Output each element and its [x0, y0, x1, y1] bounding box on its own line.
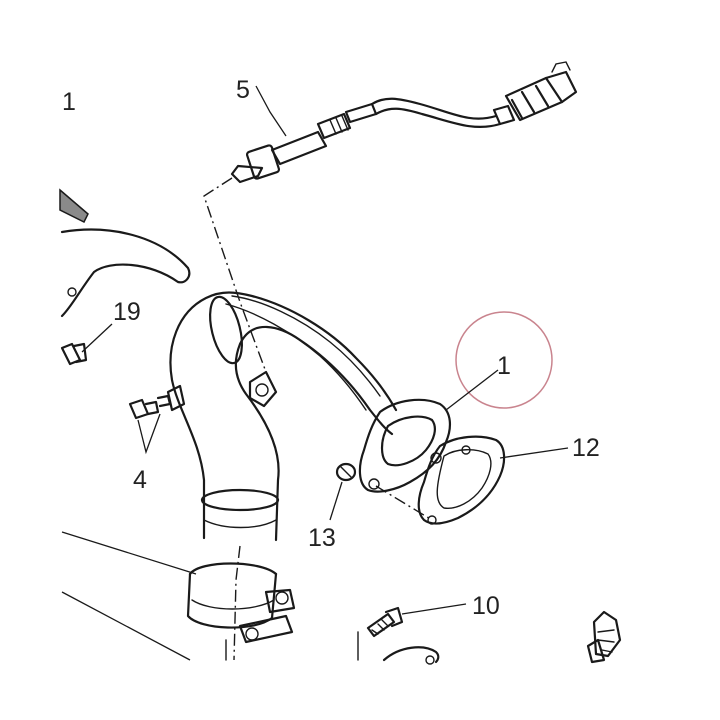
bolt-10	[366, 606, 404, 638]
bodywork-fragment	[59, 188, 191, 318]
leader-4	[137, 413, 161, 455]
callout-5: 5	[236, 76, 250, 104]
plugs-4	[128, 394, 172, 420]
lower-bracket-fragment	[382, 646, 440, 664]
callout-12: 12	[572, 434, 600, 462]
connector-fragment	[586, 610, 622, 664]
lower-hole	[425, 655, 435, 665]
oxygen-sensor	[230, 61, 578, 184]
leader-13	[329, 481, 343, 521]
exhaust-header-pipe	[166, 291, 452, 542]
leader-5	[255, 85, 287, 137]
nut-13	[335, 462, 357, 482]
leader-clamp	[61, 531, 197, 575]
page-label: 1	[62, 88, 76, 116]
assembly-line-flange	[375, 485, 433, 521]
leader-12	[499, 447, 569, 459]
assembly-line-sensor	[203, 177, 267, 373]
leader-19	[81, 323, 113, 353]
callout-4: 4	[133, 466, 147, 494]
highlight-circle	[455, 311, 553, 409]
callout-19: 19	[113, 298, 141, 326]
pipe-clamp	[186, 562, 296, 644]
gasket-12	[417, 435, 506, 525]
callout-13: 13	[308, 524, 336, 552]
leader-10	[401, 603, 467, 615]
screw-19	[60, 342, 88, 366]
callout-1: 1	[497, 352, 511, 380]
callout-10: 10	[472, 592, 500, 620]
assembly-line-clamp	[233, 545, 241, 661]
body-line-lower	[61, 591, 191, 661]
leader-1	[445, 369, 499, 411]
